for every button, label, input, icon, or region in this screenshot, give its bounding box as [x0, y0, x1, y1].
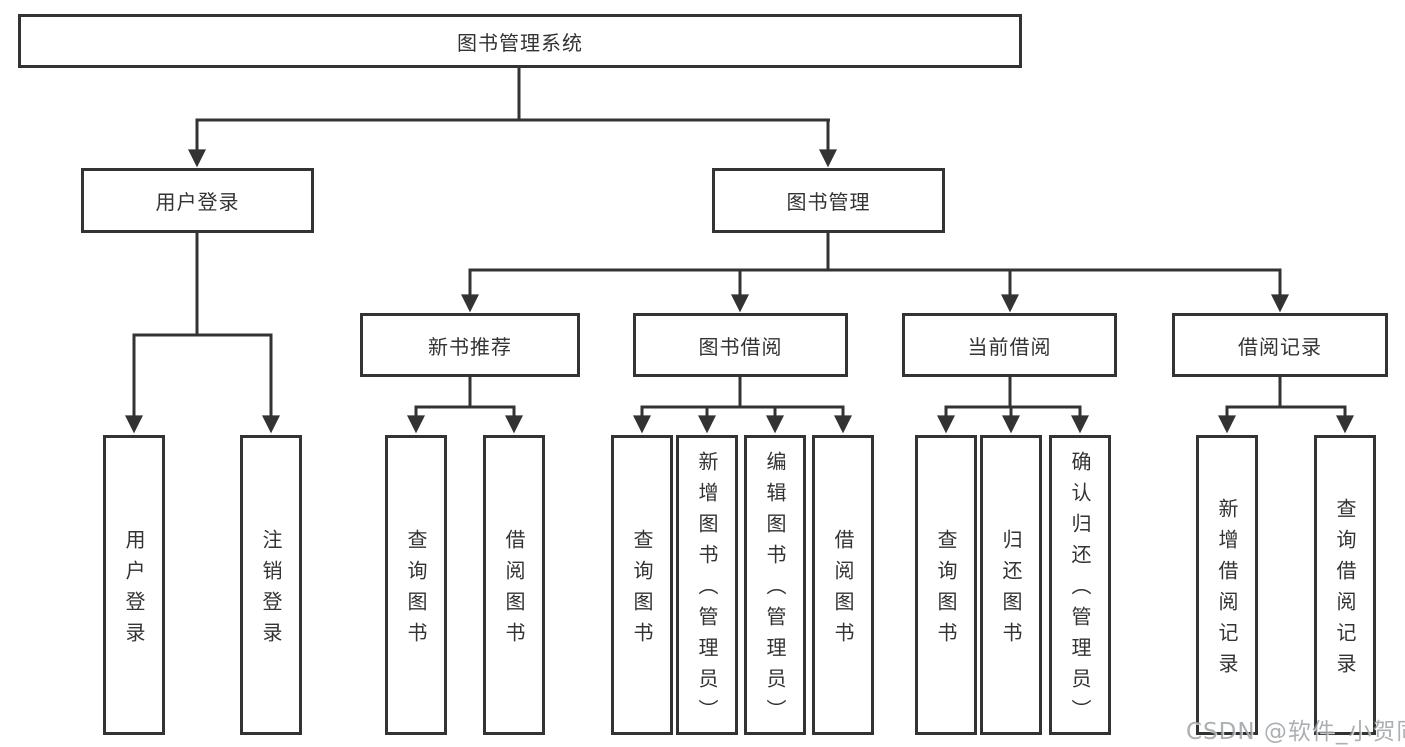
node-root-label: 图书管理系统 [457, 30, 583, 55]
leaf-add-borrow-record-label: 新增借阅记录 [1215, 497, 1239, 684]
leaf-query-books-2: 查询图书 [611, 435, 673, 735]
leaf-logout-label: 注销登录 [259, 528, 283, 653]
node-book-borrowing-label: 图书借阅 [698, 334, 783, 359]
leaf-query-borrow-record-label: 查询借阅记录 [1333, 497, 1357, 684]
leaf-confirm-return-admin: 确认归还（管理员） [1049, 435, 1111, 735]
leaf-return-books: 归还图书 [980, 435, 1042, 735]
leaf-query-books-1: 查询图书 [385, 435, 447, 735]
leaf-query-books-3-label: 查询图书 [934, 528, 958, 653]
leaf-edit-books-admin: 编辑图书（管理员） [744, 435, 806, 735]
leaf-query-borrow-record: 查询借阅记录 [1314, 435, 1376, 735]
node-book-management-label: 图书管理 [786, 190, 871, 214]
leaf-user-login-label: 用户登录 [122, 528, 146, 653]
node-borrow-records-label: 借阅记录 [1238, 334, 1322, 359]
leaf-edit-books-admin-label: 编辑图书（管理员） [763, 451, 787, 730]
node-new-book-recommend: 新书推荐 [360, 313, 580, 377]
leaf-query-books-1-label: 查询图书 [404, 528, 428, 653]
leaf-add-books-admin-label: 新增图书（管理员） [695, 451, 719, 730]
leaf-confirm-return-admin-label: 确认归还（管理员） [1068, 451, 1092, 730]
leaf-borrow-books-1: 借阅图书 [483, 435, 545, 735]
node-borrow-records: 借阅记录 [1172, 313, 1388, 377]
node-current-borrowing-label: 当前借阅 [967, 334, 1052, 359]
node-book-management: 图书管理 [712, 168, 945, 233]
leaf-user-login: 用户登录 [103, 435, 165, 735]
node-current-borrowing: 当前借阅 [902, 313, 1117, 377]
leaf-query-books-3: 查询图书 [915, 435, 977, 735]
leaf-borrow-books-2: 借阅图书 [812, 435, 874, 735]
leaf-return-books-label: 归还图书 [999, 528, 1023, 653]
leaf-borrow-books-2-label: 借阅图书 [831, 528, 855, 653]
node-user-login-label: 用户登录 [155, 190, 240, 214]
leaf-logout: 注销登录 [240, 435, 302, 735]
leaf-borrow-books-1-label: 借阅图书 [502, 528, 526, 653]
leaf-add-borrow-record: 新增借阅记录 [1196, 435, 1258, 735]
leaf-add-books-admin: 新增图书（管理员） [676, 435, 738, 735]
leaf-query-books-2-label: 查询图书 [630, 528, 654, 653]
node-root: 图书管理系统 [18, 14, 1022, 68]
node-user-login: 用户登录 [81, 168, 314, 233]
node-book-borrowing: 图书借阅 [633, 313, 848, 377]
node-new-book-recommend-label: 新书推荐 [428, 334, 512, 359]
